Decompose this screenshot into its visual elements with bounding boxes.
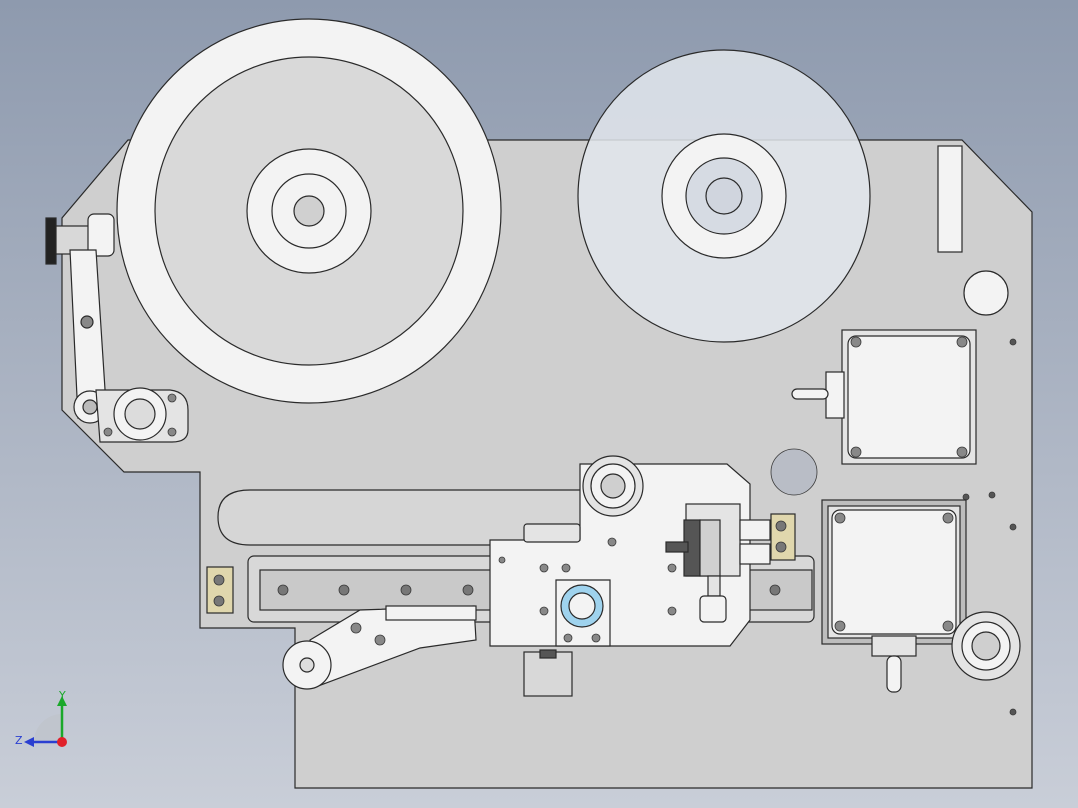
triad-y-label: Y <box>58 689 66 702</box>
brass-spacer-left[interactable] <box>206 566 234 614</box>
triad-z-label: Z <box>15 734 23 747</box>
supply-roll[interactable] <box>116 18 502 404</box>
stop-block-cap <box>539 649 557 659</box>
dancer-arm[interactable] <box>45 213 115 424</box>
rewind-roll[interactable] <box>577 49 871 343</box>
upper-stepper-motor[interactable] <box>791 329 977 465</box>
sensor-bar[interactable] <box>937 145 963 253</box>
guide-roller-block[interactable] <box>95 387 189 443</box>
coordinate-triad-icon: Y Z <box>15 689 67 747</box>
lower-lever-arm[interactable] <box>282 605 477 690</box>
mounting-holes-right <box>770 338 1017 716</box>
linear-slot <box>217 489 601 546</box>
lower-stepper-motor[interactable] <box>821 499 967 693</box>
bearing-lower-right[interactable] <box>951 611 1021 681</box>
peel-roller[interactable] <box>582 455 644 517</box>
small-knob[interactable] <box>963 270 1009 316</box>
blue-bushing[interactable] <box>555 579 611 647</box>
stop-block[interactable] <box>523 651 573 697</box>
brass-spacer-right[interactable] <box>770 513 796 561</box>
pneumatic-cylinder[interactable] <box>665 503 771 623</box>
